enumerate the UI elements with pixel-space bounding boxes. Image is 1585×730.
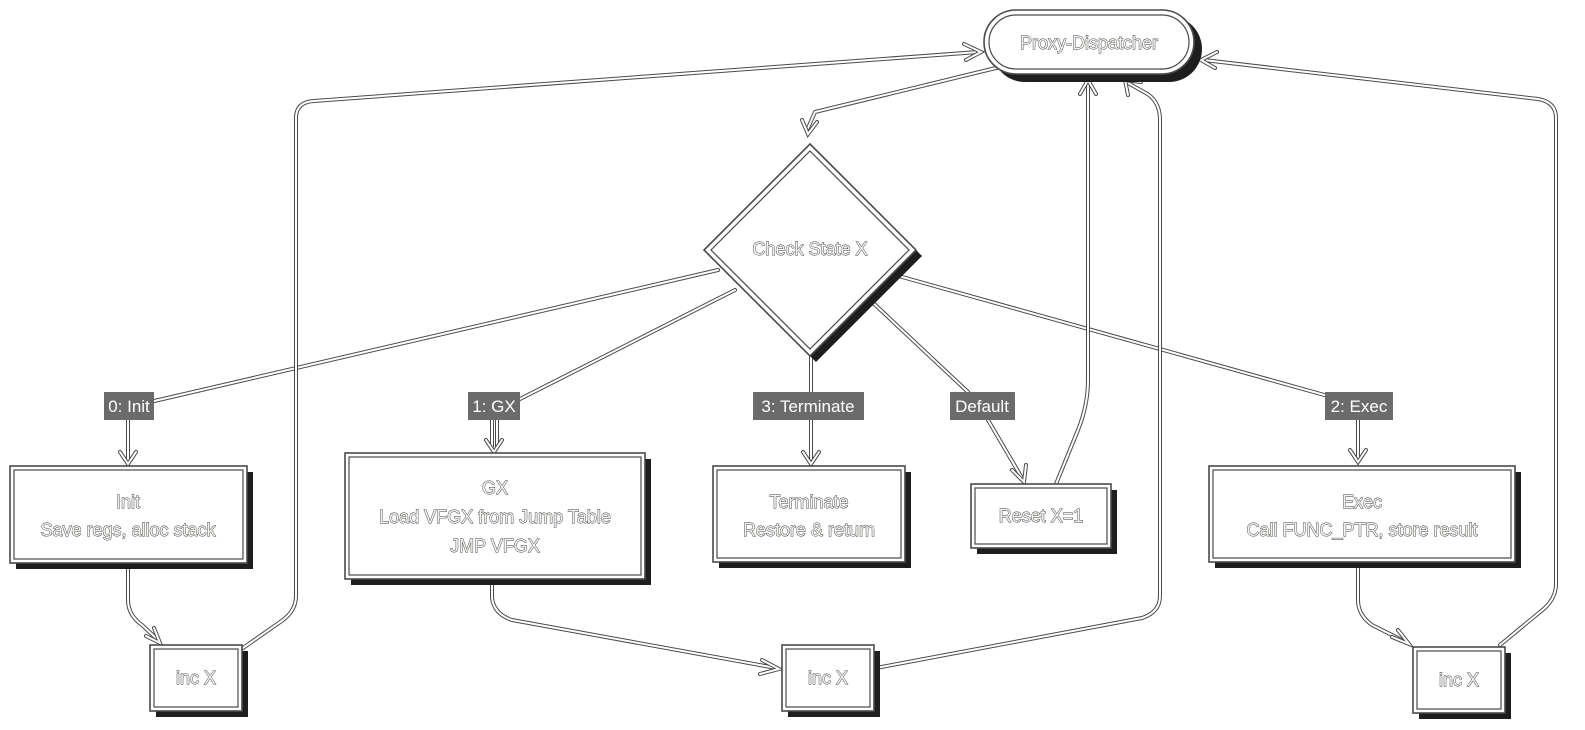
process-node-gx: GX Load VFGX from Jump Table JMP VFGX <box>344 452 651 585</box>
exec-node-title: Exec <box>1342 492 1382 512</box>
branch-label-default: Default <box>950 392 1015 420</box>
edge-decision-to-gx-label <box>516 288 737 402</box>
inc-mid-node-label: inc X <box>808 668 848 688</box>
branch-label-exec-text: 2: Exec <box>1331 397 1388 416</box>
branch-label-default-text: Default <box>955 397 1009 416</box>
exec-node-detail: Call FUNC_PTR, store result <box>1246 520 1477 541</box>
edge-gx-to-inc-mid <box>490 578 785 676</box>
gx-node-detail-load: Load VFGX from Jump Table <box>379 507 611 527</box>
edge-init-to-inc-left <box>126 563 164 648</box>
terminate-node-detail: Restore & return <box>743 520 875 540</box>
reset-node-label: Reset X=1 <box>999 506 1084 526</box>
edge-init-label-to-init <box>118 418 138 468</box>
branch-label-init: 0: Init <box>104 392 154 420</box>
inc-right-node-label: inc X <box>1439 670 1479 690</box>
edge-terminate-label-to-terminate <box>801 418 821 468</box>
edge-decision-to-init-label <box>148 268 720 404</box>
branch-label-terminate-text: 3: Terminate <box>761 397 854 416</box>
branch-labels: 0: Init 1: GX 3: Terminate Default 2: Ex… <box>104 392 1393 420</box>
decision-node-label: Check State X <box>752 239 867 259</box>
branch-label-gx: 1: GX <box>468 392 520 420</box>
decision-node-check-state: Check State X <box>702 142 922 362</box>
edge-default-label-to-reset <box>986 418 1028 487</box>
inc-left-node-label: inc X <box>176 668 216 688</box>
gx-node-title: GX <box>482 478 508 498</box>
init-node-title: Init <box>116 492 140 512</box>
edge-decision-to-exec-label <box>893 273 1337 400</box>
terminate-node-title: Terminate <box>769 492 848 512</box>
gx-node-detail-jmp: JMP VFGX <box>450 536 540 556</box>
edge-exec-to-inc-right <box>1356 563 1416 649</box>
edge-exec-label-to-exec <box>1348 418 1368 466</box>
process-node-inc-right: inc X <box>1412 646 1511 719</box>
process-node-exec: Exec Call FUNC_PTR, store result <box>1208 465 1521 568</box>
process-node-terminate: Terminate Restore & return <box>712 465 911 568</box>
branch-label-gx-text: 1: GX <box>472 397 515 416</box>
init-node-detail: Save regs, alloc stack <box>40 520 216 540</box>
edge-gx-label-to-gx <box>484 418 504 456</box>
start-node-proxy-dispatcher: Proxy-Dispatcher <box>983 9 1202 82</box>
nodes: Proxy-Dispatcher Check State X Init Save… <box>9 9 1521 719</box>
branch-label-terminate: 3: Terminate <box>753 392 864 420</box>
process-node-inc-left: inc X <box>149 644 248 717</box>
edge-inc-right-to-dispatcher <box>1196 50 1558 647</box>
edge-reset-to-dispatcher <box>1054 75 1098 486</box>
process-node-inc-mid: inc X <box>781 644 880 717</box>
edge-inc-mid-to-dispatcher <box>874 77 1162 670</box>
process-node-reset: Reset X=1 <box>970 483 1117 554</box>
edge-inc-left-to-dispatcher <box>241 42 986 650</box>
edges <box>118 42 1558 676</box>
process-node-init: Init Save regs, alloc stack <box>9 465 253 569</box>
edge-decision-to-default-label <box>868 298 970 394</box>
edge-dispatcher-to-decision <box>800 65 1002 138</box>
start-node-label: Proxy-Dispatcher <box>1020 33 1158 53</box>
branch-label-exec: 2: Exec <box>1325 392 1393 420</box>
branch-label-init-text: 0: Init <box>108 397 150 416</box>
